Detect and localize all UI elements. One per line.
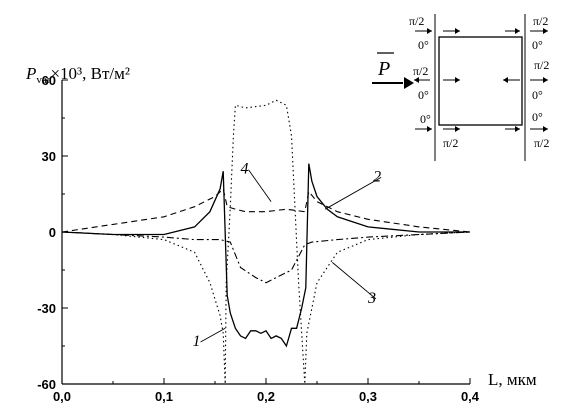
y-tick-label: -30 bbox=[37, 301, 56, 316]
inset-square bbox=[438, 36, 523, 126]
series-group bbox=[61, 99, 471, 385]
inset-small-arrowhead bbox=[543, 28, 548, 34]
inset-small-arrowhead bbox=[427, 28, 432, 34]
inset-small-arrowhead bbox=[543, 77, 548, 83]
inset-diagram: P π/2 0° π/2 0° 0° π/2 π/2 0° π/2 0° 0° … bbox=[372, 14, 549, 161]
inset-small-arrowhead bbox=[455, 77, 460, 83]
inset-label-right-2: 0° bbox=[532, 38, 543, 52]
axes bbox=[61, 80, 470, 385]
x-axis-title: L, мкм bbox=[488, 370, 537, 389]
inset-small-arrowhead bbox=[455, 126, 460, 132]
x-tick-label: 0,3 bbox=[359, 389, 377, 404]
x-tick-label: 0,4 bbox=[461, 389, 480, 404]
inset-small-arrowhead bbox=[427, 126, 432, 132]
inset-small-arrowhead bbox=[455, 28, 460, 34]
curve-label-4-leader bbox=[248, 169, 272, 202]
inset-force-arrowhead bbox=[404, 77, 414, 89]
series-2-line bbox=[61, 187, 471, 233]
series-3-line bbox=[61, 231, 471, 284]
inset-label-right-1: π/2 bbox=[533, 14, 548, 28]
curve-label-3: 3 bbox=[367, 290, 376, 307]
curve-label-3-leader bbox=[332, 262, 377, 300]
curve-label-1-leader bbox=[200, 327, 226, 343]
inset-label-left-2: 0° bbox=[418, 38, 429, 52]
curve-label-2-leader bbox=[324, 176, 382, 210]
curve-label-4: 4 bbox=[241, 161, 249, 178]
inset-small-arrows bbox=[414, 28, 548, 132]
inset-label-right-6: π/2 bbox=[534, 136, 549, 150]
inset-small-arrowhead bbox=[515, 126, 520, 132]
inset-label-left-6: π/2 bbox=[443, 136, 458, 150]
curve-label-2: 2 bbox=[373, 168, 381, 185]
x-ticks: 0,0 0,1 0,2 0,3 0,4 bbox=[53, 378, 480, 404]
y-ticks: 60 30 0 -30 -60 bbox=[37, 73, 68, 392]
series-1-line bbox=[61, 163, 470, 348]
inset-label-left-1: π/2 bbox=[409, 14, 424, 28]
curve-labels: 1 2 3 4 bbox=[193, 161, 382, 350]
inset-label-left-5: 0° bbox=[420, 112, 431, 126]
y-tick-label: 0 bbox=[49, 225, 56, 240]
x-tick-label: 0,1 bbox=[155, 389, 173, 404]
inset-small-arrowhead bbox=[543, 126, 548, 132]
inset-small-arrowhead bbox=[414, 77, 419, 83]
inset-label-right-4: 0° bbox=[532, 88, 543, 102]
inset-label-right-3: π/2 bbox=[534, 58, 549, 72]
x-tick-label: 0,2 bbox=[257, 389, 275, 404]
y-tick-label: 30 bbox=[42, 149, 56, 164]
inset-label-left-3: π/2 bbox=[413, 64, 428, 78]
inset-label-right-5: 0° bbox=[532, 110, 543, 124]
y-tick-label: -60 bbox=[37, 377, 56, 392]
series-4-line bbox=[61, 99, 471, 385]
x-tick-label: 0,0 bbox=[53, 389, 71, 404]
inset-small-arrowhead bbox=[503, 77, 508, 83]
y-tick-label: 60 bbox=[42, 73, 56, 88]
inset-label-left-4: 0° bbox=[418, 88, 429, 102]
y-axis-title: Pvar×10³, Вт/м² bbox=[25, 64, 130, 86]
curve-label-1: 1 bbox=[193, 333, 201, 350]
inset-small-arrowhead bbox=[515, 28, 520, 34]
inset-force-label: P bbox=[377, 58, 390, 80]
